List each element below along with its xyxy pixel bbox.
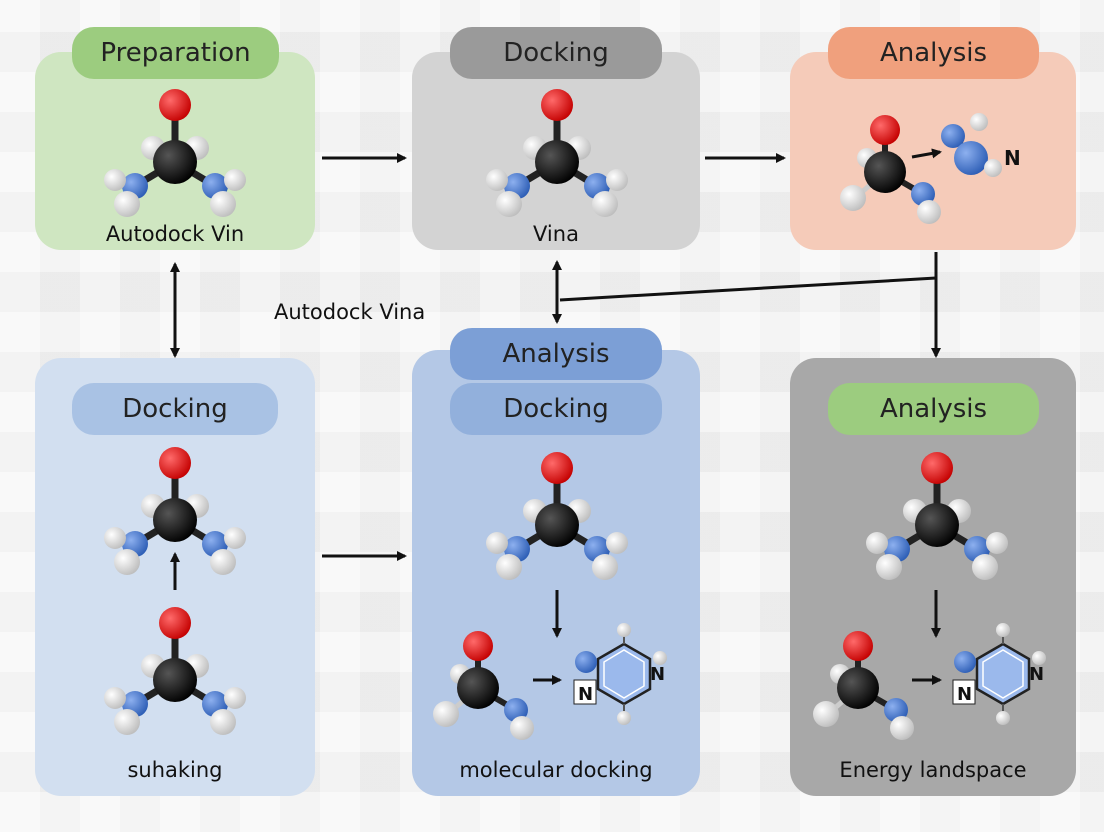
ring-label-box-center-left — [573, 679, 597, 705]
analysis-right-caption: Energy landspace — [839, 758, 1027, 782]
floating-label-autodock-vina: Autodock Vina — [274, 300, 426, 324]
small-molecule-right — [813, 631, 914, 740]
connector-analysis-to-center — [559, 276, 937, 302]
docking-top-title: Docking — [450, 27, 662, 79]
urea-molecule-docking-top — [486, 89, 628, 217]
arrow-analysis-top-inner — [911, 148, 942, 159]
urea-molecule-center — [486, 452, 628, 580]
ring-label-center-right: N — [650, 664, 665, 685]
ring-label-center-left: N — [578, 684, 593, 705]
ring-label-box-right-left — [952, 679, 976, 705]
small-molecule-center — [433, 631, 534, 740]
molecule-analysis-top — [840, 115, 941, 224]
urea-molecule-right — [866, 452, 1008, 580]
urea-molecule-left-lower — [104, 607, 246, 735]
center-bottom-title-analysis: Analysis — [450, 328, 662, 380]
docking-top-caption: Vina — [533, 222, 579, 246]
nitrogen-cluster-analysis-top — [941, 113, 1002, 177]
docking-left-caption: suhaking — [127, 758, 223, 782]
urea-molecule-preparation — [104, 89, 246, 217]
center-bottom-title-docking: Docking — [450, 383, 662, 435]
preparation-title: Preparation — [72, 27, 279, 79]
preparation-caption: Autodock Vin — [105, 222, 245, 246]
docking-left-title: Docking — [72, 383, 278, 435]
ring-label-right-left: N — [957, 684, 972, 705]
ring-label-right-right: N — [1029, 664, 1044, 685]
analysis-top-title: Analysis — [828, 27, 1039, 79]
nitrogen-label-analysis-top: N — [1004, 146, 1021, 170]
analysis-right-title: Analysis — [828, 383, 1039, 435]
center-bottom-caption: molecular docking — [459, 758, 653, 782]
